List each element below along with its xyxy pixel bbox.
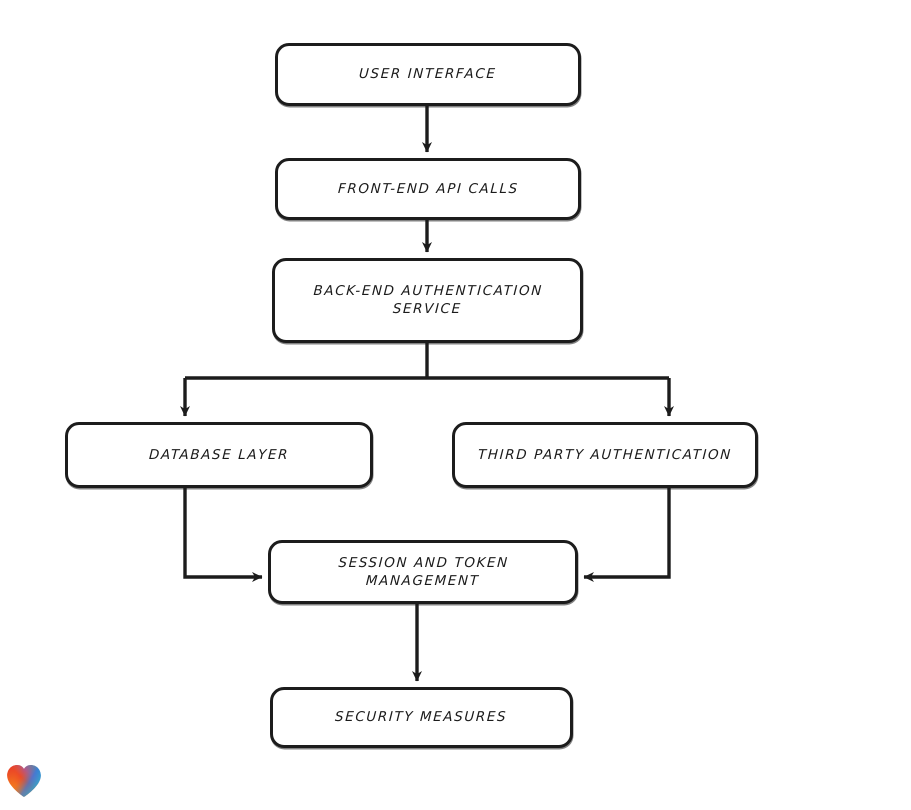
node-label: User Interface xyxy=(358,66,498,83)
edge-database-layer-to-session-token xyxy=(183,488,263,582)
node-session-and-token-management[interactable]: Session and Token Management xyxy=(268,540,578,604)
edge-third-party-auth-to-session-token xyxy=(583,488,671,582)
node-label: Database Layer xyxy=(148,446,290,463)
heart-logo xyxy=(7,765,41,797)
node-security-measures[interactable]: Security Measures xyxy=(270,687,573,748)
node-frontend-api[interactable]: Front-End API Calls xyxy=(275,158,581,220)
node-label: Front-End API Calls xyxy=(337,180,519,197)
node-backend-authentication-service[interactable]: Back-End Authentication Service xyxy=(272,258,583,343)
node-user-interface[interactable]: User Interface xyxy=(275,43,581,106)
node-database-layer[interactable]: Database Layer xyxy=(65,422,373,488)
node-label: Third Party Authentication xyxy=(477,446,733,463)
node-label: Session and Token Management xyxy=(337,554,510,589)
node-third-party-authentication[interactable]: Third Party Authentication xyxy=(452,422,758,488)
node-label: Back-End Authentication Service xyxy=(312,283,544,318)
node-label: Security Measures xyxy=(335,709,508,726)
